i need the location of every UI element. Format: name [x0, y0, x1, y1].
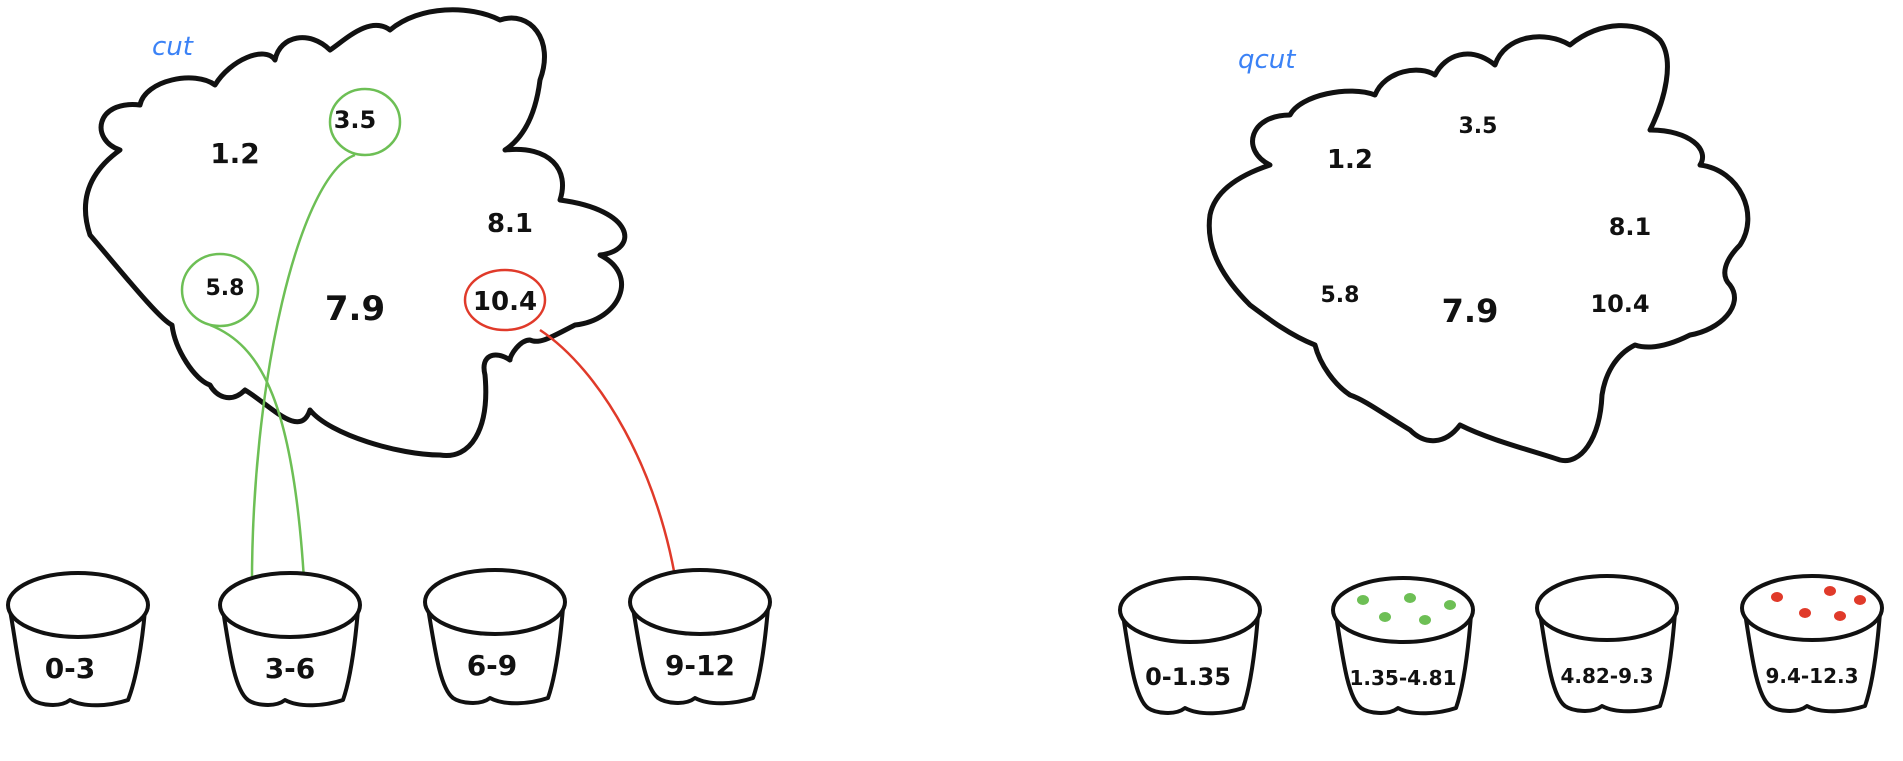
value-label: 10.4: [473, 287, 537, 317]
bucket-label: 3-6: [265, 652, 316, 685]
value-label: 3.5: [1459, 114, 1498, 139]
value-label: 3.5: [334, 106, 377, 134]
value-label: 5.8: [1321, 283, 1360, 308]
bucket: 0-1.35: [1118, 576, 1262, 716]
arrow-10-4-to-bucket: [539, 328, 680, 596]
cut-panel: cut 1.2 3.5 8.1 5.8 7.9 10.4 0-3 3-6: [6, 7, 772, 708]
qcut-cloud: [1206, 23, 1751, 464]
value-label: 7.9: [1442, 292, 1499, 330]
red-dots: [1771, 586, 1866, 621]
highlight-circle-5-8: [180, 252, 260, 328]
bucket: 6-9: [423, 568, 567, 706]
value-label: 7.9: [325, 289, 385, 329]
value-label: 1.2: [1327, 145, 1373, 175]
bucket: 3-6: [218, 571, 362, 708]
value-label: 5.8: [206, 276, 245, 301]
cut-title: cut: [152, 32, 194, 62]
bucket: 9.4-12.3: [1740, 574, 1884, 714]
bucket-label: 1.35-4.81: [1350, 666, 1457, 690]
bucket: 4.82-9.3: [1535, 574, 1679, 714]
value-label: 1.2: [210, 137, 260, 170]
value-label: 10.4: [1590, 290, 1649, 318]
bucket: 1.35-4.81: [1331, 576, 1475, 716]
cut-cloud: [82, 7, 628, 459]
value-label: 8.1: [487, 209, 533, 239]
arrow-3-5-to-bucket: [250, 153, 356, 599]
bucket-label: 4.82-9.3: [1560, 664, 1653, 688]
arrow-5-8-to-bucket: [209, 323, 307, 599]
bucket-label: 0-3: [45, 652, 96, 685]
highlight-circle-3-5: [328, 87, 402, 157]
value-label: 8.1: [1609, 213, 1652, 241]
bucket: 0-3: [6, 571, 150, 708]
bucket-label: 9.4-12.3: [1765, 664, 1858, 688]
bucket-label: 6-9: [467, 649, 518, 682]
highlight-circle-10-4: [463, 268, 547, 332]
qcut-title: qcut: [1238, 45, 1296, 75]
bucket-label: 9-12: [665, 649, 735, 682]
bucket-label: 0-1.35: [1145, 663, 1231, 691]
bucket: 9-12: [628, 568, 772, 706]
green-dots: [1357, 593, 1456, 625]
qcut-panel: qcut 1.2 3.5 8.1 5.8 7.9 10.4 0-1.35 1.3…: [1118, 23, 1884, 716]
